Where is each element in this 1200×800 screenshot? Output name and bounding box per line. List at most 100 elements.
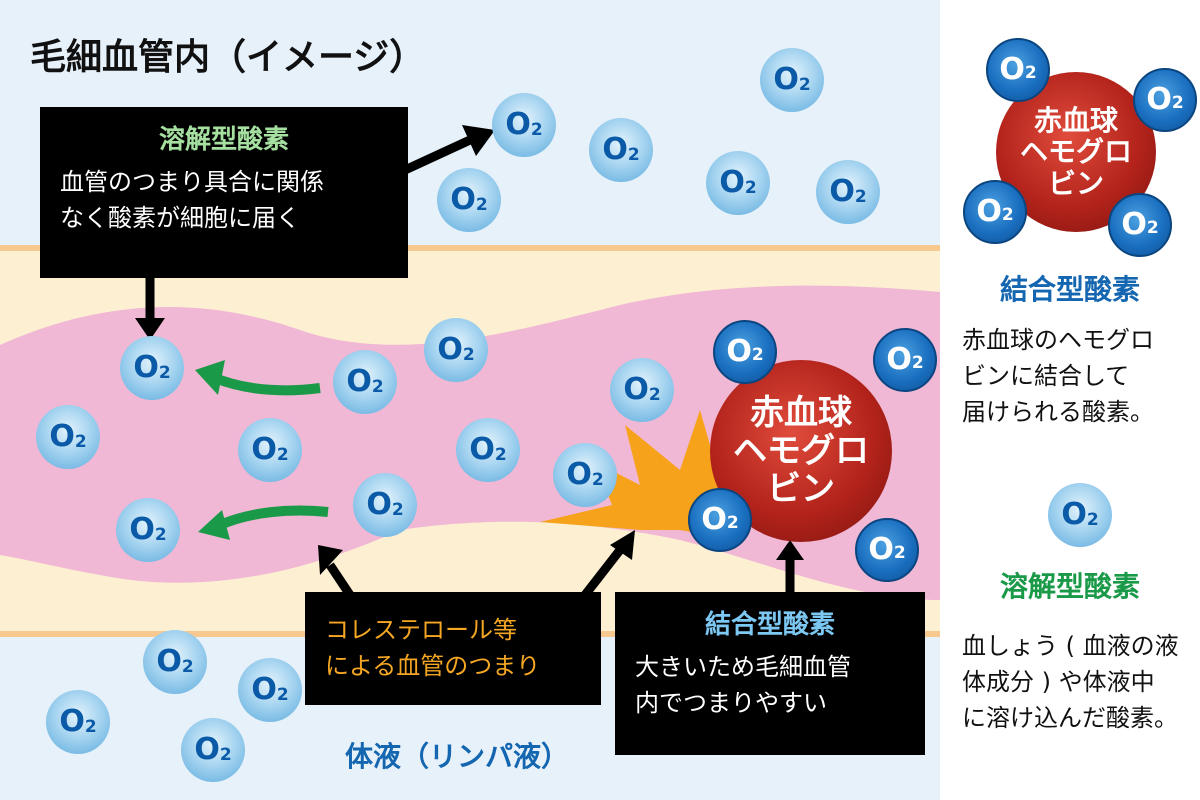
o2-subscript: 2 <box>911 353 924 373</box>
o2-subscript: 2 <box>751 345 764 365</box>
flow-arrow-2 <box>218 505 329 530</box>
legend-bound-description: 赤血球のヘモグロ ビンに結合して 届けられる酸素。 <box>962 322 1154 430</box>
o2-letter: O <box>156 644 182 679</box>
legend-text: 血しょう ( 血液の液 <box>962 632 1179 660</box>
legend-text: 赤血球のヘモグロ <box>962 326 1154 354</box>
o2-subscript: 2 <box>391 500 404 520</box>
legend-text: 体成分 ) や体液中 <box>962 668 1155 696</box>
o2-subscript: 2 <box>84 717 97 737</box>
o2-letter: O <box>469 432 495 467</box>
callout-title: 結合型酸素 <box>704 610 835 640</box>
o2-subscript: 2 <box>627 145 640 165</box>
o2-subscript: 2 <box>1146 218 1159 238</box>
o2-subscript: 2 <box>371 377 384 397</box>
rbc-label: ビン <box>767 469 835 510</box>
o2-subscript: 2 <box>154 525 167 545</box>
o2-subscript: 2 <box>276 685 289 705</box>
bound-oxygen-callout: 結合型酸素 大きいため毛細血管 内でつまりやすい <box>615 592 925 755</box>
o2-subscript: 2 <box>74 432 87 452</box>
legend-dissolved-description: 血しょう ( 血液の液 体成分 ) や体液中 に溶け込んだ酸素。 <box>962 628 1179 736</box>
legend-text: に溶け込んだ酸素。 <box>962 704 1178 732</box>
o2-letter: O <box>976 194 1002 229</box>
legend-dissolved-title: 溶解型酸素 <box>999 570 1140 603</box>
o2-letter: O <box>251 432 277 467</box>
o2-letter: O <box>623 372 649 407</box>
o2-letter: O <box>505 107 531 142</box>
o2-letter: O <box>251 672 277 707</box>
o2-letter: O <box>868 532 894 567</box>
o2-subscript: 2 <box>158 363 171 383</box>
rbc-label: 赤血球 <box>750 392 852 433</box>
callout-text: コレステロール等 <box>325 616 517 644</box>
o2-subscript: 2 <box>893 543 906 563</box>
o2-subscript: 2 <box>648 385 661 405</box>
body-fluid-label: 体液（リンパ液） <box>345 740 570 773</box>
legend-text: ビンに結合して <box>962 362 1130 390</box>
page-title: 毛細血管内（イメージ） <box>30 37 426 78</box>
o2-subscript: 2 <box>276 445 289 465</box>
o2-letter: O <box>886 342 912 377</box>
o2-subscript: 2 <box>1001 205 1014 225</box>
o2-letter: O <box>719 165 745 200</box>
flow-arrow-1 <box>213 373 321 396</box>
o2-letter: O <box>133 350 159 385</box>
o2-letter: O <box>773 62 799 97</box>
legend-bound-title: 結合型酸素 <box>999 273 1140 306</box>
o2-subscript: 2 <box>798 75 811 95</box>
o2-subscript: 2 <box>219 745 232 765</box>
o2-letter: O <box>701 502 727 537</box>
o2-letter: O <box>346 364 372 399</box>
o2-letter: O <box>999 52 1025 87</box>
o2-subscript: 2 <box>1086 510 1099 530</box>
o2-subscript: 2 <box>1024 63 1037 83</box>
callout-text: 大きいため毛細血管 <box>635 653 851 681</box>
o2-letter: O <box>49 419 75 454</box>
o2-letter: O <box>366 487 392 522</box>
o2-letter: O <box>1061 497 1087 532</box>
o2-letter: O <box>450 182 476 217</box>
o2-letter: O <box>602 132 628 167</box>
o2-letter: O <box>1146 82 1172 117</box>
rbc-label: 赤血球 <box>1033 103 1118 137</box>
o2-subscript: 2 <box>181 657 194 677</box>
o2-letter: O <box>129 512 155 547</box>
o2-letter: O <box>726 334 752 369</box>
rbc-label: ヘモグロ <box>733 430 869 471</box>
rbc-label: ビン <box>1047 166 1104 200</box>
callout-text: なく酸素が細胞に届く <box>60 204 300 232</box>
o2-subscript: 2 <box>854 187 867 207</box>
o2-subscript: 2 <box>494 445 507 465</box>
callout-title: 溶解型酸素 <box>158 125 289 155</box>
callout-text: による血管のつまり <box>325 652 541 680</box>
legend-text: 届けられる酸素。 <box>962 398 1154 426</box>
o2-subscript: 2 <box>744 178 757 198</box>
o2-subscript: 2 <box>591 470 604 490</box>
